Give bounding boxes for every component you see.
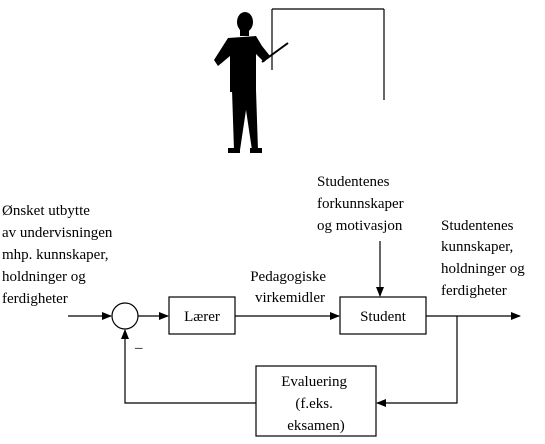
- minus-sign: –: [134, 340, 143, 356]
- input-label: Ønsket utbytte av undervisningen mhp. ku…: [2, 203, 116, 307]
- student-input-label: Studentenes forkunnskaper og motivasjon: [317, 174, 407, 234]
- feedback-to-evaluation-arrow: [376, 316, 458, 407]
- teacher-box-label: Lærer: [184, 309, 220, 325]
- student-box-label: Student: [360, 309, 407, 325]
- feedback-to-junction-arrow: [121, 329, 256, 404]
- summing-junction: [111, 302, 139, 330]
- output-label: Studentenes kunnskaper, holdninger og fe…: [441, 218, 529, 299]
- teacher-at-board-icon: [214, 8, 385, 153]
- teacher-output-label: Pedagogiske virkemidler: [250, 269, 330, 306]
- evaluation-box: [255, 365, 377, 437]
- evaluation-box-label: Evaluering (f.eks. eksamen): [281, 374, 351, 434]
